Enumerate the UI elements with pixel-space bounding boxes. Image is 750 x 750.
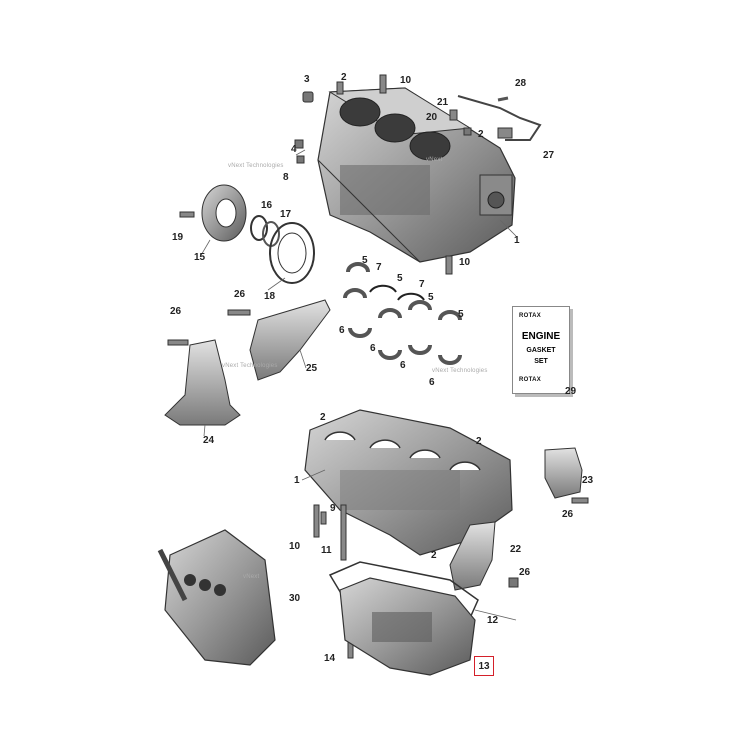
callout-6[interactable]: 6	[429, 377, 435, 388]
callout-30[interactable]: 30	[289, 593, 301, 604]
engine-mount-24[interactable]	[164, 339, 241, 426]
callout-22[interactable]: 22	[510, 544, 522, 555]
callout-11[interactable]: 11	[321, 545, 332, 556]
gasket-18[interactable]	[269, 222, 315, 284]
callout-18[interactable]: 18	[264, 291, 276, 302]
callout-26[interactable]: 26	[519, 567, 531, 578]
bearing-shells[interactable]	[343, 262, 462, 365]
callout-13-highlighted[interactable]: 13	[474, 656, 494, 676]
callout-25[interactable]: 25	[306, 363, 318, 374]
upper-crankcase-block[interactable]	[317, 87, 516, 263]
callout-28[interactable]: 28	[515, 78, 527, 89]
watermark: vNext Technologies	[222, 363, 278, 369]
callout-10[interactable]: 10	[459, 257, 471, 268]
oil-pan-13[interactable]	[339, 577, 476, 676]
callout-17[interactable]: 17	[280, 209, 292, 220]
gasket-set-card[interactable]: ROTAX ENGINE GASKET SET ROTAX	[512, 306, 570, 394]
callout-14[interactable]: 14	[324, 653, 336, 664]
callout-9[interactable]: 9	[330, 503, 336, 514]
callout-2[interactable]: 2	[476, 436, 482, 447]
callout-21[interactable]: 21	[437, 97, 449, 108]
leader-lines	[199, 149, 517, 621]
callout-1[interactable]: 1	[514, 235, 520, 246]
watermark: vNext	[426, 157, 443, 163]
callout-26[interactable]: 26	[234, 289, 246, 300]
callout-20[interactable]: 20	[426, 112, 438, 123]
callout-7[interactable]: 7	[419, 279, 425, 290]
callout-12[interactable]: 12	[487, 615, 499, 626]
callout-29[interactable]: 29	[565, 386, 577, 397]
callout-2[interactable]: 2	[320, 412, 326, 423]
callout-5[interactable]: 5	[362, 255, 368, 266]
bolts-9-10-11[interactable]	[313, 504, 519, 659]
callout-26[interactable]: 26	[170, 306, 182, 317]
callout-2[interactable]: 2	[478, 129, 484, 140]
callout-16[interactable]: 16	[261, 200, 273, 211]
seal-16-17[interactable]	[250, 215, 280, 247]
callout-27[interactable]: 27	[543, 150, 555, 161]
callout-4[interactable]: 4	[291, 144, 297, 155]
engine-mount-25[interactable]	[227, 299, 331, 381]
callout-2[interactable]: 2	[431, 550, 437, 561]
watermark: vNext	[243, 574, 260, 580]
callout-7[interactable]: 7	[376, 262, 382, 273]
callout-5[interactable]: 5	[458, 309, 464, 320]
callout-6[interactable]: 6	[370, 343, 376, 354]
callout-5[interactable]: 5	[428, 292, 434, 303]
callout-5[interactable]: 5	[397, 273, 403, 284]
callout-8[interactable]: 8	[283, 172, 289, 183]
callout-6[interactable]: 6	[400, 360, 406, 371]
callout-23[interactable]: 23	[582, 475, 594, 486]
cover-15[interactable]	[179, 184, 247, 242]
callout-10[interactable]: 10	[289, 541, 301, 552]
callout-19[interactable]: 19	[172, 232, 184, 243]
lower-crankcase[interactable]	[304, 409, 513, 556]
watermark: vNext Technologies	[432, 368, 488, 374]
callout-1[interactable]: 1	[294, 475, 300, 486]
callout-6[interactable]: 6	[339, 325, 345, 336]
callout-15[interactable]: 15	[194, 252, 206, 263]
callout-26[interactable]: 26	[562, 509, 574, 520]
engine-assembly-30[interactable]	[157, 529, 276, 666]
oil-sensor-harness[interactable]	[457, 95, 542, 141]
gasket-card-title: ENGINE	[521, 331, 561, 342]
callout-2[interactable]: 2	[341, 72, 347, 83]
gasket-card-line1: GASKET	[526, 347, 556, 354]
callout-3[interactable]: 3	[304, 74, 310, 85]
callout-10[interactable]: 10	[400, 75, 412, 86]
small-bolts-top[interactable]	[294, 74, 472, 275]
gasket-card-line2: SET	[534, 358, 548, 365]
callout-24[interactable]: 24	[203, 435, 215, 446]
watermark: vNext Technologies	[228, 163, 284, 169]
rotax-logo-top: ROTAX	[519, 313, 542, 319]
bracket-22[interactable]	[449, 521, 496, 591]
rotax-logo-bottom: ROTAX	[519, 377, 542, 383]
cover-23[interactable]	[544, 447, 589, 504]
